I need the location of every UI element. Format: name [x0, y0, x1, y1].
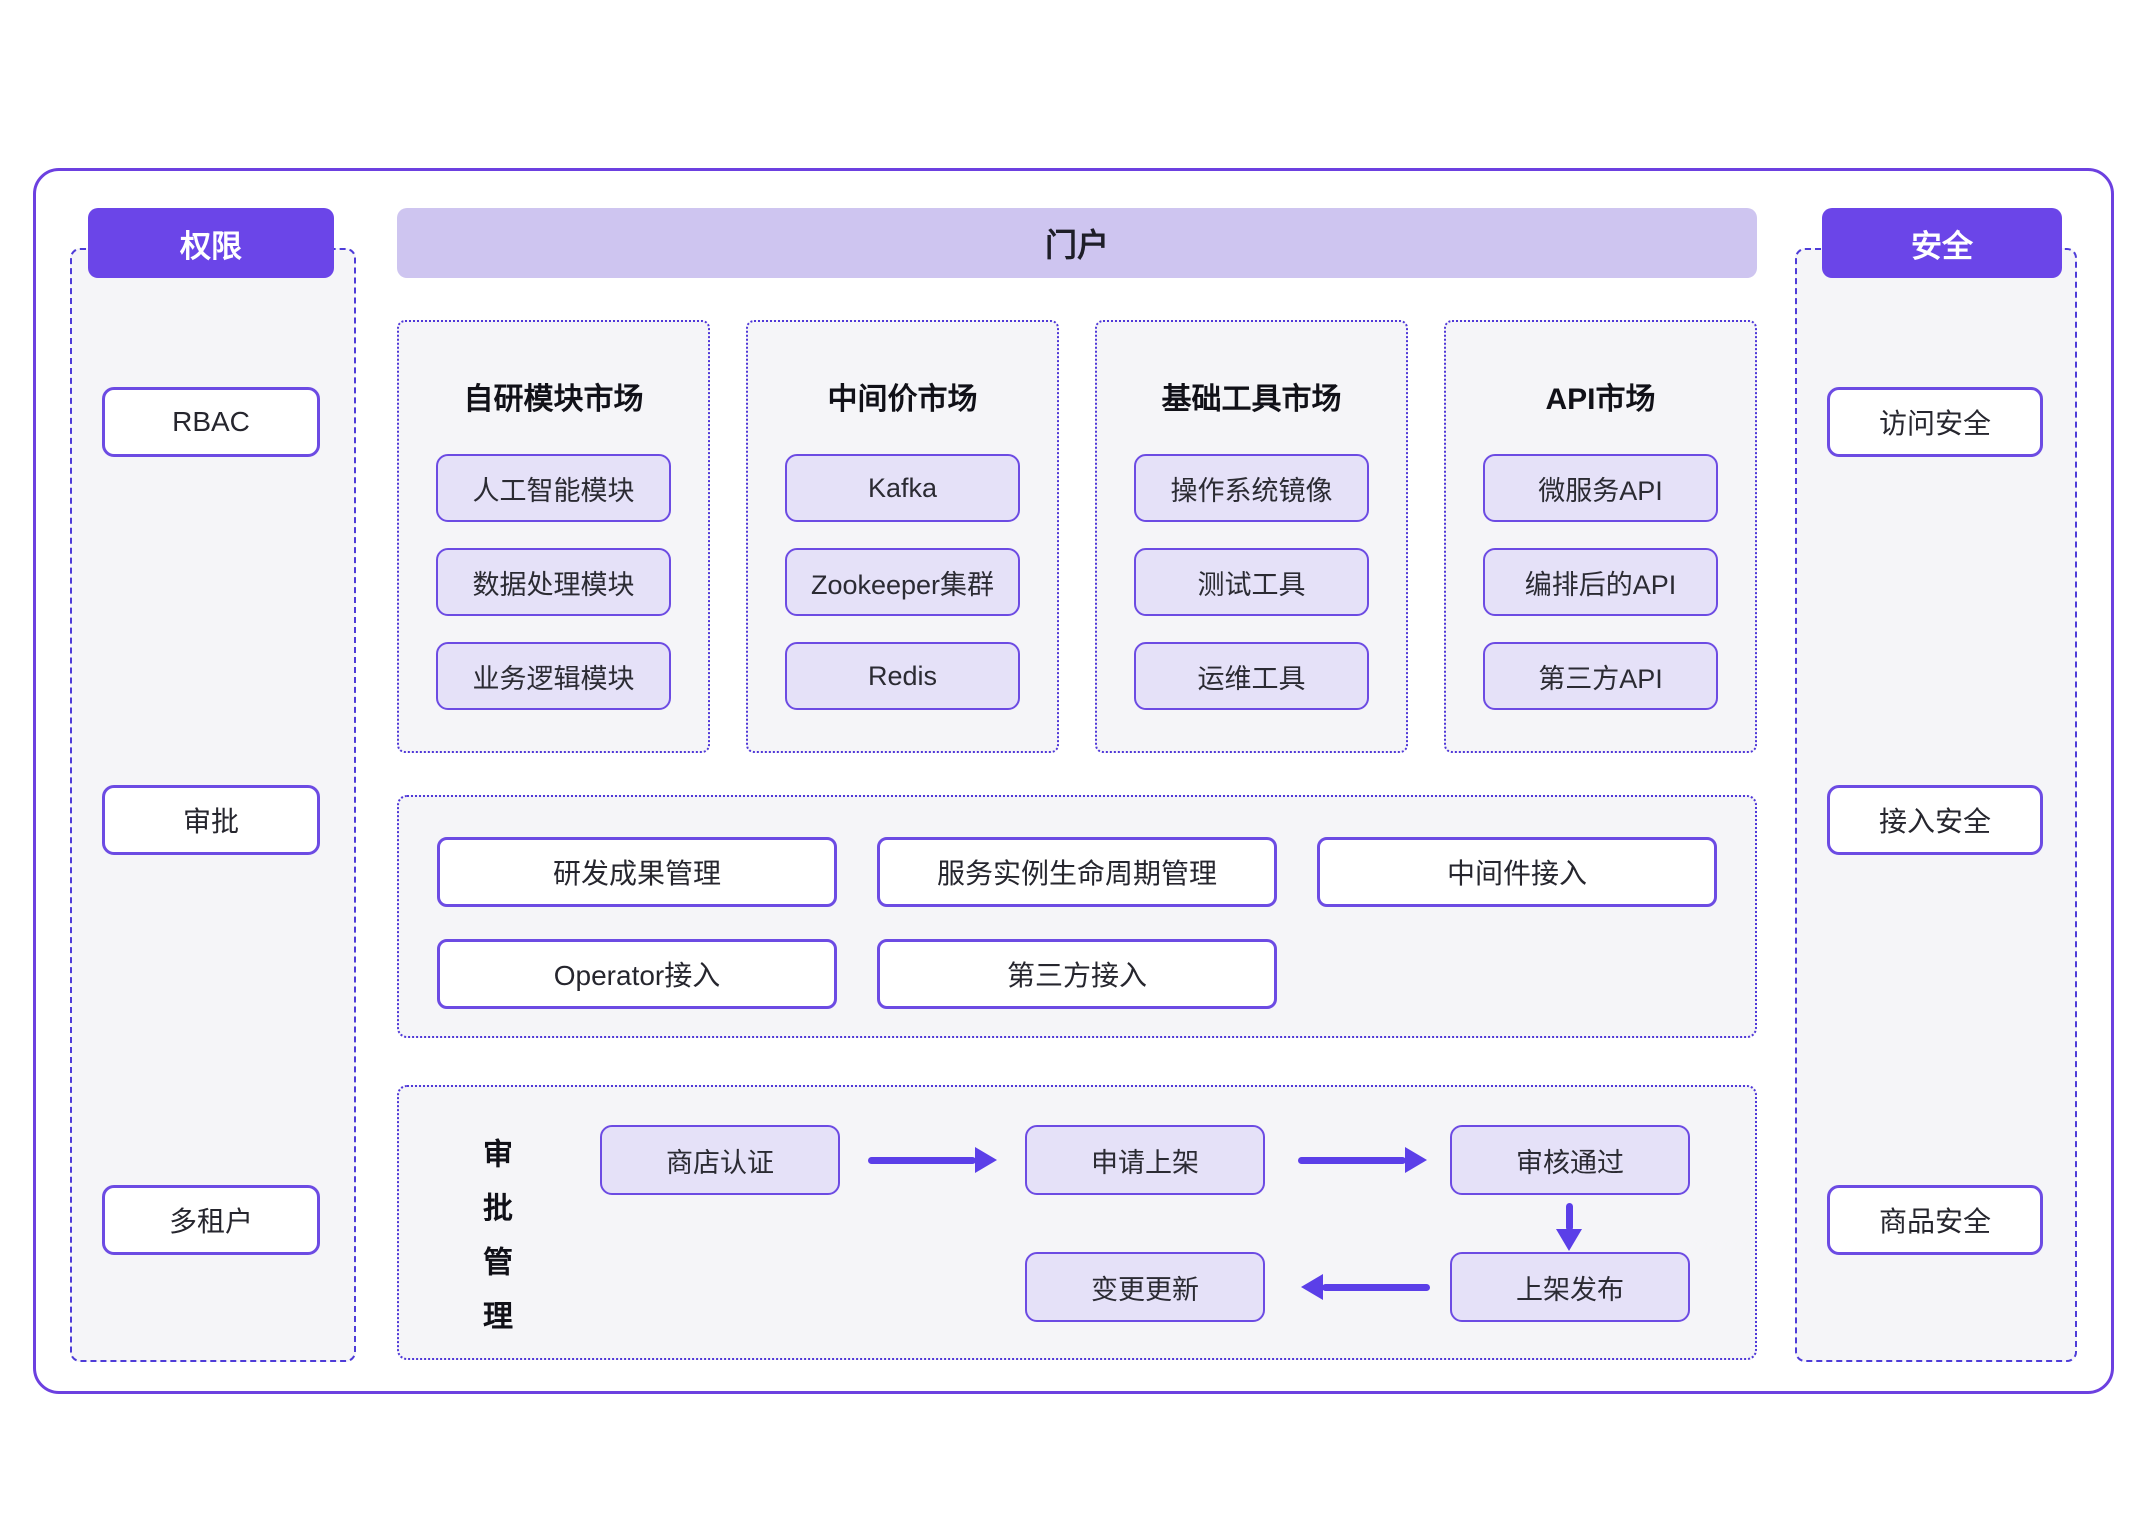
- management-box-rd-results: 研发成果管理: [437, 837, 837, 907]
- arrow-right-icon: [868, 1147, 997, 1173]
- management-box-operator-access: Operator接入: [437, 939, 837, 1009]
- management-box-thirdparty-access: 第三方接入: [877, 939, 1277, 1009]
- market-title: API市场: [1545, 383, 1656, 416]
- market-item: Kafka: [785, 454, 1020, 522]
- market-item: 数据处理模块: [436, 548, 671, 616]
- permissions-item-approval: 审批: [102, 785, 320, 855]
- flow-step-change-update: 变更更新: [1025, 1252, 1265, 1322]
- market-item: 操作系统镜像: [1134, 454, 1369, 522]
- portal-header-bar: 门户: [397, 208, 1757, 278]
- market-item: 微服务API: [1483, 454, 1718, 522]
- market-item: 编排后的API: [1483, 548, 1718, 616]
- market-column-modules: 自研模块市场 人工智能模块 数据处理模块 业务逻辑模块: [397, 320, 710, 753]
- security-item-access: 访问安全: [1827, 387, 2043, 457]
- market-item: 运维工具: [1134, 642, 1369, 710]
- market-column-middleware: 中间价市场 Kafka Zookeeper集群 Redis: [746, 320, 1059, 753]
- management-box-lifecycle: 服务实例生命周期管理: [877, 837, 1277, 907]
- arrow-right-icon: [1298, 1147, 1427, 1173]
- market-item: 人工智能模块: [436, 454, 671, 522]
- permissions-item-multitenant: 多租户: [102, 1185, 320, 1255]
- market-column-api: API市场 微服务API 编排后的API 第三方API: [1444, 320, 1757, 753]
- market-item: Redis: [785, 642, 1020, 710]
- security-item-product: 商品安全: [1827, 1185, 2043, 1255]
- market-title: 中间价市场: [827, 383, 978, 416]
- flow-step-publish: 上架发布: [1450, 1252, 1690, 1322]
- security-panel-header: 安全: [1822, 208, 2062, 278]
- permissions-item-rbac: RBAC: [102, 387, 320, 457]
- permissions-panel-header: 权限: [88, 208, 334, 278]
- market-item: 第三方API: [1483, 642, 1718, 710]
- market-item: 业务逻辑模块: [436, 642, 671, 710]
- market-title: 自研模块市场: [463, 383, 644, 416]
- flow-step-review-passed: 审核通过: [1450, 1125, 1690, 1195]
- arrow-down-icon: [1556, 1203, 1582, 1251]
- security-item-integration: 接入安全: [1827, 785, 2043, 855]
- flow-step-apply-listing: 申请上架: [1025, 1125, 1265, 1195]
- market-column-tools: 基础工具市场 操作系统镜像 测试工具 运维工具: [1095, 320, 1408, 753]
- flow-step-store-certification: 商店认证: [600, 1125, 840, 1195]
- management-box-middleware-access: 中间件接入: [1317, 837, 1717, 907]
- arrow-left-icon: [1301, 1274, 1430, 1300]
- market-item: Zookeeper集群: [785, 548, 1020, 616]
- approval-flow-label: 审批管理: [478, 1138, 511, 1354]
- market-item: 测试工具: [1134, 548, 1369, 616]
- market-title: 基础工具市场: [1161, 383, 1342, 416]
